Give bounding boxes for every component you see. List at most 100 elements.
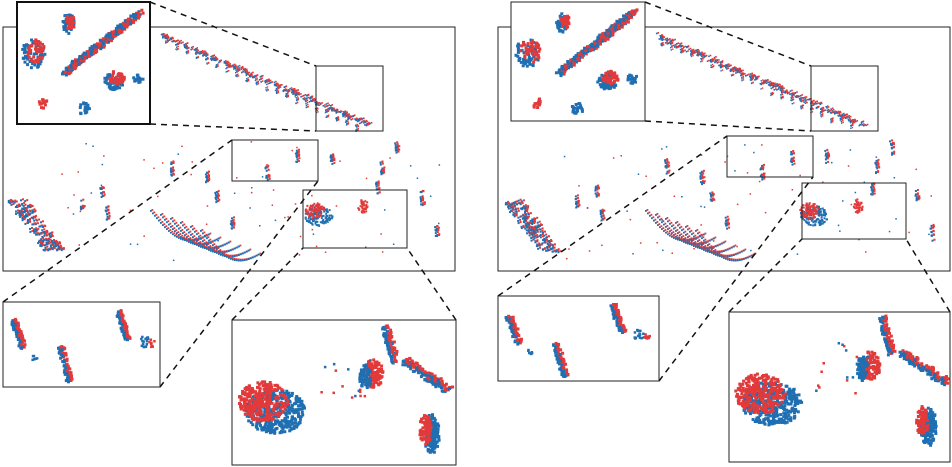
point [423, 424, 427, 427]
point [232, 64, 234, 66]
point [671, 46, 673, 48]
point [179, 226, 182, 229]
point [337, 118, 339, 120]
point [428, 377, 432, 381]
point [297, 160, 300, 162]
point [49, 241, 52, 244]
point [264, 82, 267, 84]
point [193, 49, 196, 51]
point [256, 81, 258, 83]
point [802, 97, 805, 99]
point [679, 43, 681, 45]
point [849, 117, 851, 120]
point [275, 383, 279, 387]
point [346, 123, 348, 125]
point [197, 239, 200, 241]
point [103, 193, 106, 196]
point [304, 94, 307, 96]
point [220, 254, 222, 256]
point [368, 379, 372, 382]
point [65, 362, 69, 366]
point [739, 69, 741, 72]
point [60, 348, 64, 351]
point [267, 175, 270, 178]
point [423, 414, 426, 418]
point [229, 240, 232, 243]
point [379, 161, 382, 164]
point [64, 73, 68, 77]
point [184, 238, 186, 241]
point [34, 47, 37, 51]
point [317, 103, 319, 105]
point [304, 212, 307, 215]
point [429, 195, 432, 197]
point [758, 75, 760, 78]
point [420, 203, 423, 206]
point [72, 213, 75, 215]
point [310, 96, 312, 98]
point [843, 112, 845, 115]
point [419, 430, 422, 434]
point [360, 117, 362, 120]
point [255, 423, 259, 427]
point [198, 242, 200, 244]
point [251, 187, 253, 189]
point [41, 229, 44, 232]
point [315, 214, 318, 217]
point [65, 367, 69, 371]
point [196, 240, 198, 242]
point [671, 41, 673, 44]
point [254, 255, 256, 258]
point [93, 47, 97, 51]
point [308, 100, 311, 103]
point [778, 85, 780, 88]
point [238, 254, 240, 256]
point [354, 124, 357, 126]
left-connector [231, 247, 304, 321]
point [433, 436, 437, 440]
point [330, 217, 333, 220]
point [336, 117, 338, 119]
point [308, 220, 311, 223]
point [377, 383, 381, 387]
point [9, 202, 12, 205]
point [852, 122, 854, 124]
point [284, 88, 287, 90]
left-connector [406, 247, 457, 321]
point [53, 240, 56, 243]
point [242, 252, 244, 255]
point [63, 372, 67, 376]
point [357, 120, 359, 122]
point [100, 196, 103, 198]
point [128, 336, 132, 340]
point [433, 444, 437, 448]
point [231, 257, 234, 259]
point [375, 185, 378, 188]
point [325, 109, 327, 111]
point [687, 45, 690, 48]
point [7, 199, 10, 202]
point [269, 410, 273, 414]
point [376, 369, 380, 373]
point [326, 108, 329, 110]
point [232, 221, 235, 224]
point [140, 344, 144, 348]
point [208, 179, 211, 181]
point [767, 84, 770, 86]
point [367, 363, 371, 367]
point [117, 73, 121, 77]
point [424, 439, 428, 443]
point [437, 435, 441, 438]
point [172, 39, 175, 42]
point [45, 234, 48, 237]
point [243, 412, 247, 416]
point [191, 225, 194, 227]
point [66, 364, 70, 368]
point [360, 382, 364, 386]
point [437, 382, 441, 386]
left-connector [2, 139, 233, 303]
point [818, 105, 820, 108]
point [247, 419, 251, 423]
point [315, 211, 318, 213]
point [365, 123, 368, 125]
